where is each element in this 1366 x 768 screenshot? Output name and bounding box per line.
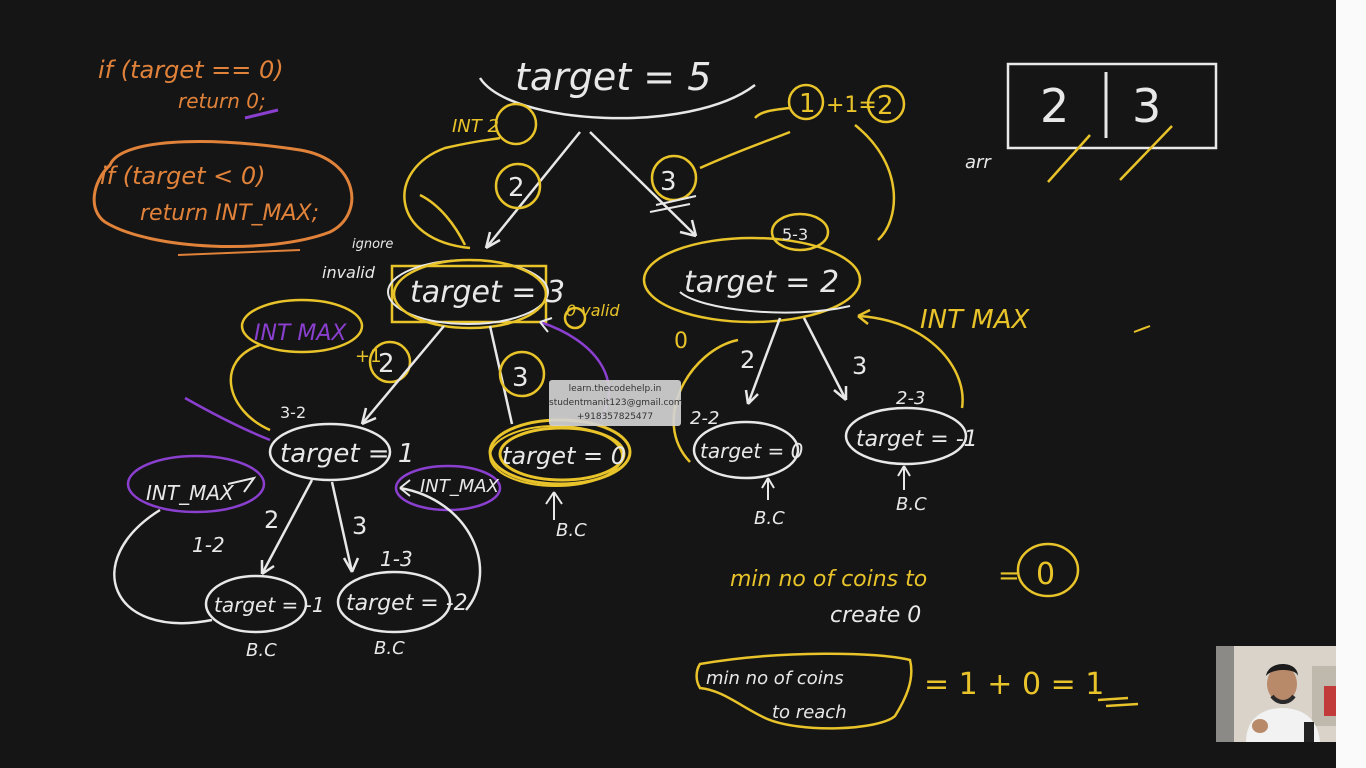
root-arc bbox=[478, 77, 756, 120]
int-max-right: INT MAX bbox=[920, 305, 1030, 335]
root-node-label: target = 5 bbox=[515, 55, 711, 99]
array-box: 2 3 arr bbox=[965, 62, 1218, 183]
edge-label-3c: 3 bbox=[352, 512, 367, 540]
node-target-minus-1: target = -1 bbox=[204, 574, 325, 634]
node-target-0: target = 0 bbox=[488, 418, 632, 487]
node-target-1-label: target = 1 bbox=[280, 439, 414, 469]
int-max-mid: INT_MAX bbox=[420, 476, 500, 497]
plus-1: +1 bbox=[355, 346, 382, 367]
invalid-case-outline bbox=[92, 140, 354, 249]
presenter-image bbox=[1216, 646, 1344, 742]
edge-label-2d: 2 bbox=[740, 346, 755, 374]
top-note: 1 +1= 2 bbox=[754, 83, 906, 241]
int-max-left-circle bbox=[240, 298, 364, 354]
node-target-2-label: target = 2 bbox=[684, 265, 839, 300]
bc-right-0: B.C bbox=[754, 508, 785, 529]
sub-5-3: 5-3 bbox=[782, 225, 808, 244]
edge-label-int-2: INT 2 bbox=[452, 116, 499, 137]
note-ignore: ignore bbox=[352, 237, 393, 252]
node-target-minus-1-right: target = -1 bbox=[844, 406, 978, 466]
watermark-email: studentmanit123@gmail.com bbox=[549, 398, 683, 408]
sub-2-3: 2-3 bbox=[896, 388, 925, 409]
sub-1-2: 1-2 bbox=[192, 533, 225, 557]
edge-label-2b: 2 bbox=[378, 349, 395, 379]
watermark-site: learn.thecodehelp.in bbox=[568, 384, 662, 394]
top-note-c2: 2 bbox=[877, 91, 894, 121]
invalid-case-line-2: return INT_MAX; bbox=[140, 201, 319, 226]
zero-marker: 0 bbox=[674, 329, 688, 354]
node-target-0-label: target = 0 bbox=[502, 442, 626, 470]
edge-label-3b: 3 bbox=[512, 363, 529, 393]
int-max-far-left: INT_MAX bbox=[146, 481, 235, 505]
edge-label-2: 2 bbox=[508, 173, 525, 203]
watermark: learn.thecodehelp.in studentmanit123@gma… bbox=[549, 380, 683, 426]
array-value-1: 3 bbox=[1132, 79, 1161, 133]
base-case-line-1: if (target == 0) bbox=[98, 56, 284, 84]
bc-minus-2: B.C bbox=[374, 638, 405, 659]
array-label: arr bbox=[965, 152, 992, 173]
node-target-1: target = 1 bbox=[268, 422, 414, 482]
note-box-line-2: to reach bbox=[772, 702, 847, 723]
note-box-outline bbox=[695, 652, 913, 730]
edge-label-3: 3 bbox=[660, 167, 677, 197]
bc-target-0: B.C bbox=[556, 520, 587, 541]
invalid-case-code: if (target < 0) return INT_MAX; bbox=[100, 162, 319, 226]
note-line-2: create 0 bbox=[830, 603, 921, 628]
bc-right-minus-1: B.C bbox=[896, 494, 927, 515]
int-max-left: INT MAX bbox=[254, 321, 347, 346]
right-margin bbox=[1336, 0, 1366, 768]
watermark-phone: +918357825477 bbox=[576, 412, 654, 422]
top-note-c1: 1 bbox=[799, 89, 816, 119]
node-target-3-label: target = 3 bbox=[410, 275, 565, 310]
note-circled-value: 0 bbox=[1036, 557, 1055, 592]
node-target-minus-2: target = -2 bbox=[336, 570, 468, 634]
base-case-code: if (target == 0) return 0; bbox=[98, 56, 284, 113]
sub-2-2: 2-2 bbox=[690, 408, 719, 429]
note-valid: 0 valid bbox=[566, 301, 620, 320]
node-target-minus-2-label: target = -2 bbox=[346, 591, 468, 616]
bc-minus-1: B.C bbox=[246, 640, 277, 661]
note-invalid: invalid bbox=[322, 263, 376, 282]
note-box-line-1: min no of coins bbox=[706, 668, 844, 689]
sub-3-2: 3-2 bbox=[280, 403, 306, 422]
edge-label-2c: 2 bbox=[264, 506, 279, 534]
node-target-0-right: target = 0 bbox=[692, 420, 803, 480]
node-target-0-right-label: target = 0 bbox=[700, 439, 803, 463]
webcam-overlay bbox=[1216, 646, 1344, 742]
node-target-2: target = 2 5-3 bbox=[642, 212, 862, 324]
note-line-1: min no of coins to bbox=[730, 567, 927, 592]
svg-text:=: = bbox=[998, 561, 1020, 591]
node-target-minus-1-label: target = -1 bbox=[214, 593, 325, 617]
edge-label-3d: 3 bbox=[852, 352, 867, 380]
sub-1-3: 1-3 bbox=[380, 547, 413, 571]
node-target-3: target = 3 bbox=[387, 258, 565, 330]
note-result: = 1 + 0 = 1 bbox=[924, 667, 1104, 702]
base-case-line-2: return 0; bbox=[178, 89, 266, 113]
array-value-0: 2 bbox=[1040, 79, 1069, 133]
invalid-case-line-1: if (target < 0) bbox=[100, 162, 266, 190]
node-target-minus-1-right-label: target = -1 bbox=[856, 427, 978, 452]
